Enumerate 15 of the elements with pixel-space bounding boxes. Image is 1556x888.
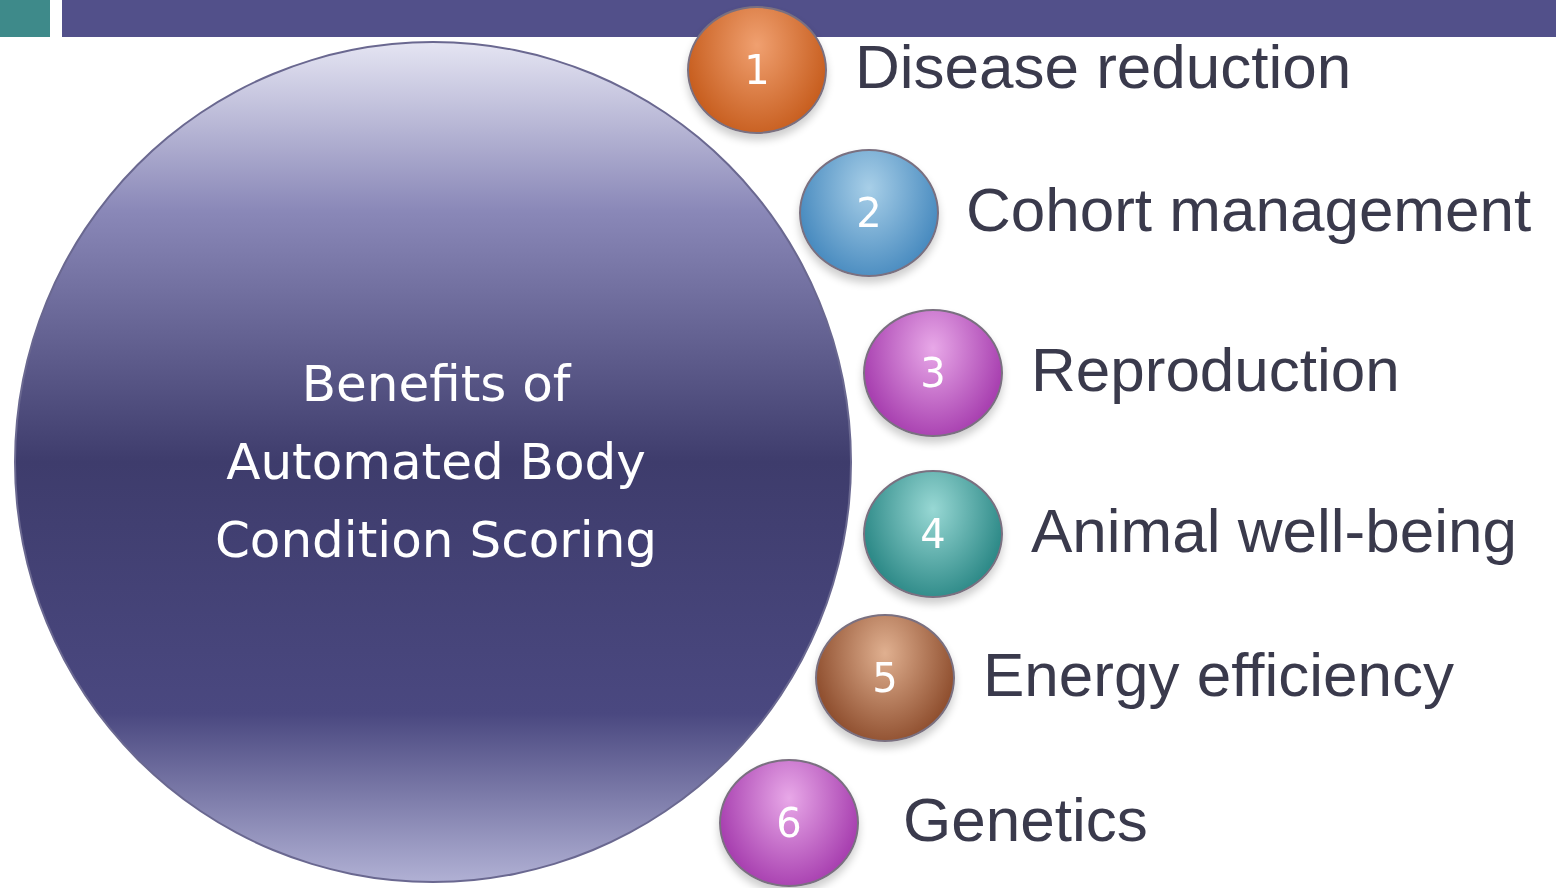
benefit-label: Disease reduction <box>855 36 1352 98</box>
number-circle <box>799 149 939 277</box>
number-circle <box>863 309 1003 437</box>
number-circle <box>815 614 955 742</box>
number-circle <box>863 470 1003 598</box>
number-circle <box>719 759 859 887</box>
number-text: 4 <box>920 511 946 557</box>
topic-text: Benefits of Automated Body Condition Scoring <box>213 354 659 571</box>
number-text: 6 <box>776 800 802 846</box>
number-text: 1 <box>744 47 770 93</box>
number-text: 3 <box>920 350 946 396</box>
number-text: 2 <box>856 190 882 236</box>
benefit-label: Genetics <box>903 789 1148 851</box>
number-circle <box>687 6 827 134</box>
number-text: 5 <box>872 655 898 701</box>
